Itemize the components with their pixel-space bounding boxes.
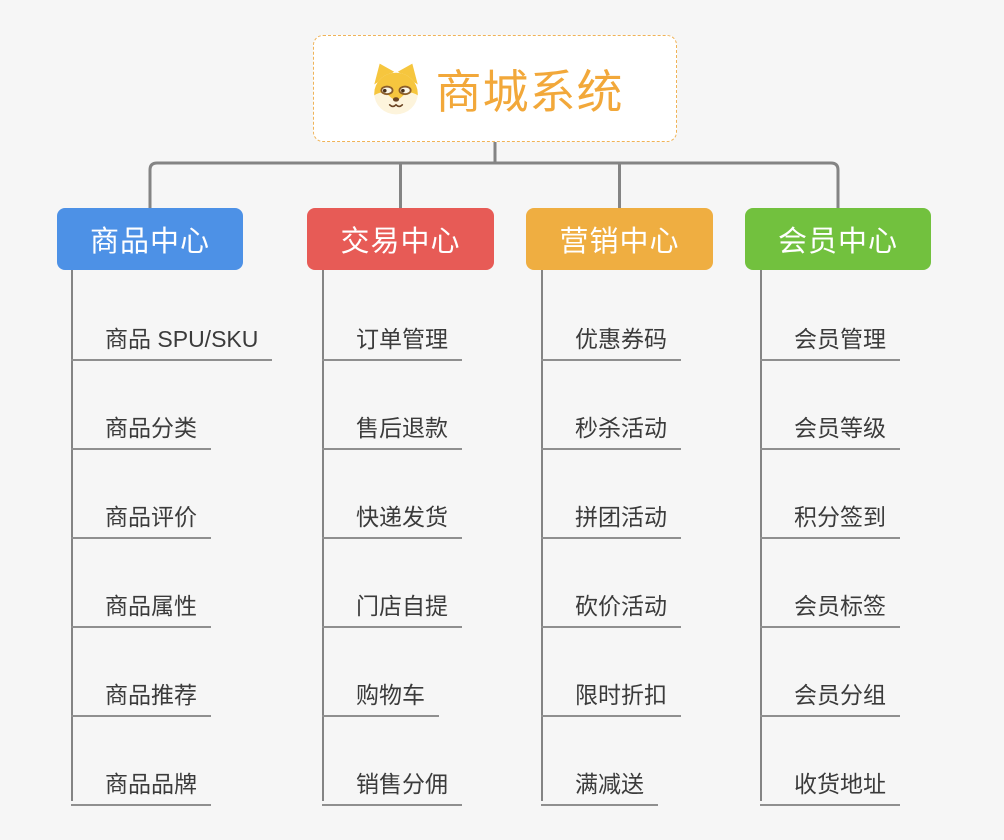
leaf-item[interactable]: 收货地址 bbox=[760, 757, 900, 806]
branch-column-member: 会员管理 会员等级 积分签到 会员标签 会员分组 收货地址 bbox=[760, 270, 900, 806]
leaf-item[interactable]: 商品品牌 bbox=[71, 757, 211, 806]
leaf-item[interactable]: 销售分佣 bbox=[322, 757, 462, 806]
leaf-item[interactable]: 商品分类 bbox=[71, 401, 211, 450]
branch-spine-line bbox=[541, 270, 543, 801]
leaf-item[interactable]: 积分签到 bbox=[760, 490, 900, 539]
branch-label: 营销中心 bbox=[559, 226, 680, 258]
branch-column-trade: 订单管理 售后退款 快递发货 门店自提 购物车 销售分佣 bbox=[322, 270, 462, 806]
leaf-item[interactable]: 会员等级 bbox=[760, 401, 900, 450]
leaf-item[interactable]: 会员管理 bbox=[760, 312, 900, 361]
branch-product-center[interactable]: 商品中心 bbox=[57, 208, 243, 270]
leaf-item[interactable]: 购物车 bbox=[322, 668, 439, 717]
leaf-item[interactable]: 限时折扣 bbox=[541, 668, 681, 717]
branch-spine-line bbox=[71, 270, 73, 801]
leaf-item[interactable]: 快递发货 bbox=[322, 490, 462, 539]
leaf-item[interactable]: 商品评价 bbox=[71, 490, 211, 539]
branch-column-marketing: 优惠券码 秒杀活动 拼团活动 砍价活动 限时折扣 满减送 bbox=[541, 270, 681, 806]
leaf-item[interactable]: 优惠券码 bbox=[541, 312, 681, 361]
leaf-item[interactable]: 满减送 bbox=[541, 757, 658, 806]
dog-face-icon bbox=[373, 63, 418, 114]
leaf-item[interactable]: 商品推荐 bbox=[71, 668, 211, 717]
leaf-item[interactable]: 拼团活动 bbox=[541, 490, 681, 539]
branch-trade-center[interactable]: 交易中心 bbox=[307, 208, 494, 270]
leaf-item[interactable]: 商品 SPU/SKU bbox=[71, 312, 273, 361]
leaf-item[interactable]: 商品属性 bbox=[71, 579, 211, 628]
root-title: 商城系统 bbox=[435, 65, 624, 118]
branch-member-center[interactable]: 会员中心 bbox=[745, 208, 931, 270]
branch-marketing-center[interactable]: 营销中心 bbox=[526, 208, 713, 270]
branch-label: 商品中心 bbox=[89, 226, 210, 258]
root-node[interactable]: 商城系统 bbox=[313, 35, 677, 142]
leaf-item[interactable]: 门店自提 bbox=[322, 579, 462, 628]
branch-label: 交易中心 bbox=[340, 226, 461, 258]
leaf-item[interactable]: 秒杀活动 bbox=[541, 401, 681, 450]
branch-spine-line bbox=[322, 270, 324, 801]
branch-label: 会员中心 bbox=[777, 226, 898, 258]
branch-rail-line bbox=[148, 161, 840, 208]
leaf-item[interactable]: 会员分组 bbox=[760, 668, 900, 717]
leaf-item[interactable]: 售后退款 bbox=[322, 401, 462, 450]
leaf-item[interactable]: 会员标签 bbox=[760, 579, 900, 628]
leaf-item[interactable]: 订单管理 bbox=[322, 312, 462, 361]
leaf-item[interactable]: 砍价活动 bbox=[541, 579, 681, 628]
branch-column-product: 商品 SPU/SKU 商品分类 商品评价 商品属性 商品推荐 商品品牌 bbox=[71, 270, 273, 806]
branch-spine-line bbox=[760, 270, 762, 801]
